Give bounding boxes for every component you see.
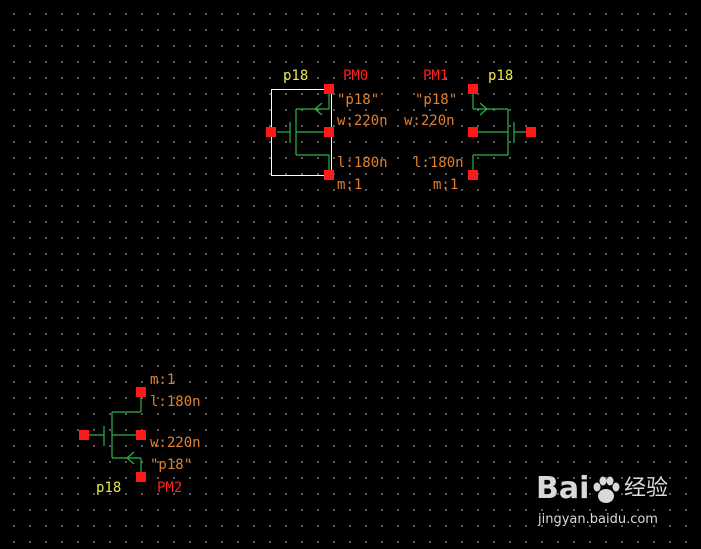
pm0-width-label: w:220n xyxy=(337,113,388,129)
pm1-model-label: "p18" xyxy=(415,92,458,108)
pm2-cell-name: p18 xyxy=(96,480,122,496)
pm1-multiplier-label: m:1 xyxy=(433,177,459,193)
pm2-model-label: "p18" xyxy=(150,457,193,473)
pm2-bulk-pin[interactable] xyxy=(136,430,146,440)
pm1-gate-pin[interactable] xyxy=(526,127,536,137)
pm2-drain-pin[interactable] xyxy=(136,387,146,397)
pm0-instance-name[interactable]: PM0 xyxy=(343,68,369,84)
watermark-brand: Bai xyxy=(536,471,590,506)
pm0-bulk-pin[interactable] xyxy=(324,127,334,137)
pm2-multiplier-label: m:1 xyxy=(150,372,176,388)
pm1-length-label: l:180n xyxy=(413,155,464,171)
pm1-width-label: w:220n xyxy=(404,113,455,129)
pm1-instance-name[interactable]: PM1 xyxy=(423,68,449,84)
pm2-width-label: w:220n xyxy=(150,435,201,451)
pm2-source-pin[interactable] xyxy=(136,472,146,482)
pm2-gate-pin[interactable] xyxy=(79,430,89,440)
pm0-cell-name: p18 xyxy=(283,68,309,84)
pm1-source-pin[interactable] xyxy=(468,170,478,180)
pm0-transistor-symbol[interactable] xyxy=(277,89,330,175)
pm1-bulk-pin[interactable] xyxy=(468,127,478,137)
baidu-watermark: Bai 经验 jingyan.baidu.com xyxy=(532,472,692,534)
pm0-length-label: l:180n xyxy=(337,155,388,171)
pm0-source-pin[interactable] xyxy=(324,170,334,180)
pm1-transistor-symbol[interactable] xyxy=(472,89,531,175)
pm2-instance-name[interactable]: PM2 xyxy=(157,480,183,496)
pm2-transistor-symbol[interactable] xyxy=(84,392,142,477)
pm1-drain-pin[interactable] xyxy=(468,84,478,94)
pm1-cell-name: p18 xyxy=(488,68,514,84)
paw-icon xyxy=(593,476,620,503)
pm0-multiplier-label: m:1 xyxy=(337,177,363,193)
pm0-drain-pin[interactable] xyxy=(324,84,334,94)
watermark-url: jingyan.baidu.com xyxy=(538,512,658,527)
pm2-length-label: l:180n xyxy=(150,394,201,410)
pm0-gate-pin[interactable] xyxy=(266,127,276,137)
pm0-model-label: "p18" xyxy=(337,92,380,108)
watermark-suffix: 经验 xyxy=(624,476,669,501)
